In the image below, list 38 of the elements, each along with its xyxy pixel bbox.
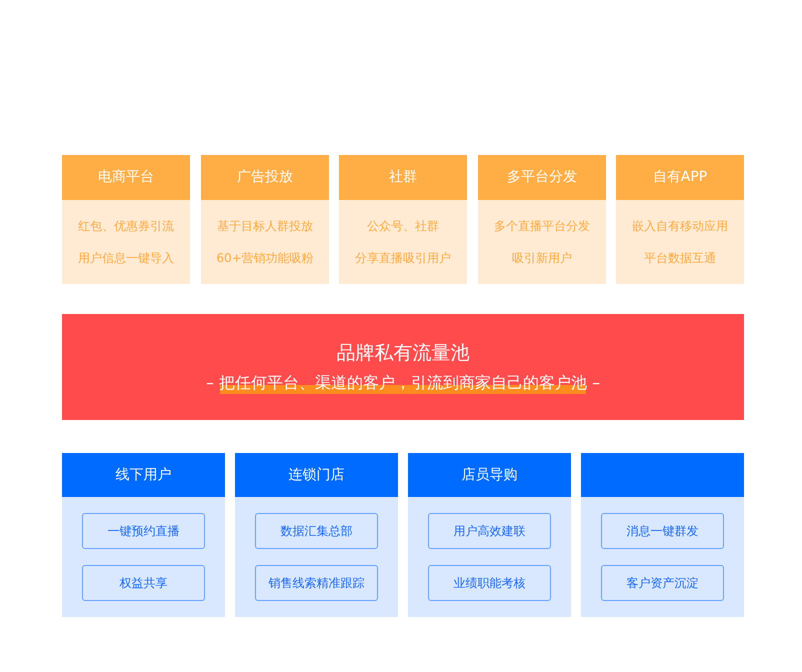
feature-tag: 客户资产沉淀 <box>601 565 724 601</box>
feature-text: 分享直播吸引用户 <box>355 250 451 267</box>
feature-tag: 业绩职能考核 <box>428 565 551 601</box>
feature-tag: 用户高效建联 <box>428 513 551 549</box>
feature-tag: 消息一键群发 <box>601 513 724 549</box>
card-header: 社群 <box>339 155 467 200</box>
channel-card <box>339 155 467 284</box>
banner <box>62 314 744 420</box>
card-header: 广告投放 <box>201 155 329 200</box>
feature-tag: 数据汇集总部 <box>255 513 378 549</box>
card-header: 线下用户 <box>62 453 225 497</box>
scenario-card <box>62 453 225 617</box>
scenario-card <box>581 453 744 617</box>
scenario-card <box>235 453 398 617</box>
channel-card <box>478 155 606 284</box>
card-header: 自有APP <box>616 155 744 200</box>
channel-card <box>201 155 329 284</box>
feature-text: 吸引新用户 <box>512 250 572 267</box>
feature-tag: 一键预约直播 <box>82 513 205 549</box>
feature-text: 基于目标人群投放 <box>217 218 313 235</box>
feature-text: 红包、优惠券引流 <box>78 218 174 235</box>
channel-card <box>62 155 190 284</box>
scenario-card <box>408 453 571 617</box>
card-header: 连锁门店 <box>235 453 398 497</box>
feature-text: 嵌入自有移动应用 <box>632 218 728 235</box>
feature-tag: 权益共享 <box>82 565 205 601</box>
feature-text: 平台数据互通 <box>644 250 716 267</box>
banner-title: 品牌私有流量池 <box>336 341 470 365</box>
channel-card <box>616 155 744 284</box>
banner-subtitle: – 把任何平台、渠道的客户，引流到商家自己的客户池 – <box>206 372 600 394</box>
feature-text: 用户信息一键导入 <box>78 250 174 267</box>
feature-text: 多个直播平台分发 <box>494 218 590 235</box>
feature-text: 60+营销功能吸粉 <box>216 250 314 267</box>
card-header: 店员导购 <box>408 453 571 497</box>
card-header: 电商平台 <box>62 155 190 200</box>
card-header: 多平台分发 <box>478 155 606 200</box>
feature-text: 公众号、社群 <box>367 218 439 235</box>
feature-tag: 销售线索精准跟踪 <box>255 565 378 601</box>
